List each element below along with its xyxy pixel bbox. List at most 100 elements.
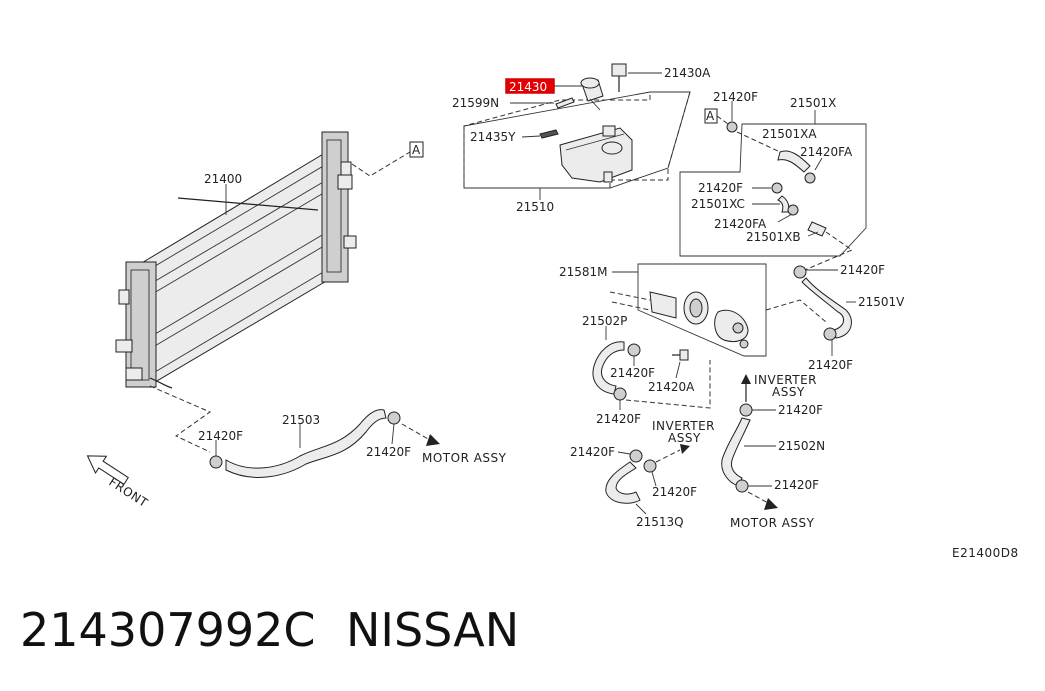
clamp-21420f-right-low — [823, 327, 837, 341]
leader-21502p-dash — [625, 360, 711, 409]
clamp-21420f-inner — [771, 182, 783, 194]
leader-pump-dash — [609, 291, 651, 311]
note-motor-assy-2: MOTOR ASSY — [730, 516, 815, 530]
footer-brand: NISSAN — [346, 603, 519, 657]
leader-radiator-to-21503 — [149, 385, 212, 453]
callout-21420f-right[interactable]: 21420F — [840, 263, 885, 277]
leader-21513q — [635, 503, 647, 515]
callout-21501x[interactable]: 21501X — [790, 96, 836, 110]
callout-21430a[interactable]: 21430A — [664, 66, 711, 80]
arrow-inverter-1-head — [741, 374, 751, 384]
arrow-motor-assy-1-head — [426, 434, 440, 446]
callout-21420f-q2[interactable]: 21420F — [652, 485, 697, 499]
callout-21420f-q[interactable]: 21420F — [570, 445, 615, 459]
leader-21420a — [675, 361, 681, 379]
callout-21435y[interactable]: 21435Y — [470, 130, 516, 144]
callout-21420f-top[interactable]: 21420F — [713, 90, 758, 104]
note-inverter-2b: ASSY — [668, 431, 701, 445]
ref-a-right[interactable]: A — [706, 109, 715, 123]
ref-a-left[interactable]: A — [412, 143, 421, 157]
hose-21501xa-drawing — [777, 150, 811, 173]
leader-21420f-motor1 — [391, 423, 395, 445]
clamp-21420f-bottom — [735, 479, 749, 493]
group-box-21501x — [679, 123, 867, 257]
strip-21599n-drawing — [555, 97, 575, 109]
leader-21420fa-top — [814, 157, 823, 171]
clamp-21420f-right — [793, 265, 807, 279]
clamp-21420fa-low — [787, 204, 799, 216]
note-inverter-1a: INVERTER — [754, 373, 817, 387]
leader-ref-a-right — [716, 115, 729, 125]
leader-21420fa-low — [777, 213, 793, 223]
callout-21503[interactable]: 21503 — [282, 413, 320, 427]
callout-21420f-center[interactable]: 21420F — [596, 412, 641, 426]
leader-21420f-q2 — [651, 471, 657, 487]
callout-21400[interactable]: 21400 — [204, 172, 242, 186]
clamp-21420f-q — [629, 449, 643, 463]
hose-21502n-drawing — [721, 417, 751, 487]
arrow-inverter-2-head — [680, 444, 690, 454]
reservoir-cap-drawing — [580, 77, 604, 102]
callout-21501xa[interactable]: 21501XA — [762, 127, 817, 141]
clamp-21420f-inv2 — [739, 403, 753, 417]
group-outline-21510 — [463, 91, 691, 189]
callout-21420f-right-low[interactable]: 21420F — [808, 358, 853, 372]
front-arrow — [86, 455, 129, 485]
leader-21420f-q — [617, 451, 631, 455]
pad-21435y-drawing — [539, 129, 559, 139]
leader-21501xb — [807, 231, 819, 237]
callout-21581m[interactable]: 21581M — [559, 265, 608, 279]
clamp-21420f-mid — [627, 343, 641, 357]
callout-21501xb[interactable]: 21501XB — [746, 230, 801, 244]
callout-21420f-inner[interactable]: 21420F — [698, 181, 743, 195]
arrow-inverter-2-shaft — [655, 449, 681, 463]
callout-21513q[interactable]: 21513Q — [636, 515, 684, 529]
clamp-21420f-motor1 — [387, 411, 401, 425]
clamp-21420fa-top — [804, 172, 816, 184]
callout-21501v[interactable]: 21501V — [858, 295, 905, 309]
callout-21420f-bottom[interactable]: 21420F — [774, 478, 819, 492]
callout-21599n[interactable]: 21599N — [452, 96, 499, 110]
footer-part-number: 214307992C — [20, 603, 316, 657]
callout-21420a[interactable]: 21420A — [648, 380, 695, 394]
leader-21435y — [521, 135, 541, 138]
note-motor-assy-1: MOTOR ASSY — [422, 451, 507, 465]
leader-kit-to-21501v — [799, 231, 854, 273]
hose-21502p-drawing — [592, 341, 625, 395]
highlight-badge-21430 — [506, 79, 554, 93]
callout-21420f-inv2[interactable]: 21420F — [778, 403, 823, 417]
ref-a-left-box — [409, 141, 424, 158]
hose-21513q-drawing — [605, 461, 641, 504]
hose-21503-drawing — [225, 409, 387, 478]
hose-21501xb-drawing — [807, 221, 827, 237]
callout-21420fa-top[interactable]: 21420FA — [800, 145, 853, 159]
hose-21501xc-drawing — [777, 195, 790, 213]
clamp-21420f-center — [613, 387, 627, 401]
group-box-21581m — [637, 263, 767, 357]
arrow-motor-assy-2-head — [764, 498, 778, 510]
bolt-21430a-drawing — [611, 63, 627, 92]
pump-bracket-drawing — [649, 291, 749, 349]
callout-21502n[interactable]: 21502N — [778, 439, 825, 453]
arrow-motor-assy-2-shaft — [747, 491, 771, 505]
callout-21501xc[interactable]: 21501XC — [691, 197, 745, 211]
bolt-21420a-drawing — [672, 349, 689, 361]
leader-ref-a-left — [351, 151, 411, 177]
callout-21420fa-low[interactable]: 21420FA — [714, 217, 767, 231]
leader-pump-right — [765, 299, 827, 323]
diagram-code: E21400D8 — [952, 546, 1019, 560]
note-front: FRONT — [106, 475, 150, 511]
radiator-drawing — [115, 131, 357, 389]
clamp-21420f-top — [726, 121, 738, 133]
callout-21502p[interactable]: 21502P — [582, 314, 627, 328]
callout-21420f-mid[interactable]: 21420F — [610, 366, 655, 380]
note-inverter-2a: INVERTER — [652, 419, 715, 433]
callout-21430-highlighted[interactable]: 21430 — [509, 80, 547, 94]
callout-21510[interactable]: 21510 — [516, 200, 554, 214]
callout-21420f-motor1[interactable]: 21420F — [366, 445, 411, 459]
reservoir-tank-drawing — [559, 125, 633, 183]
callout-21420f-left[interactable]: 21420F — [198, 429, 243, 443]
note-inverter-1b: ASSY — [772, 385, 805, 399]
